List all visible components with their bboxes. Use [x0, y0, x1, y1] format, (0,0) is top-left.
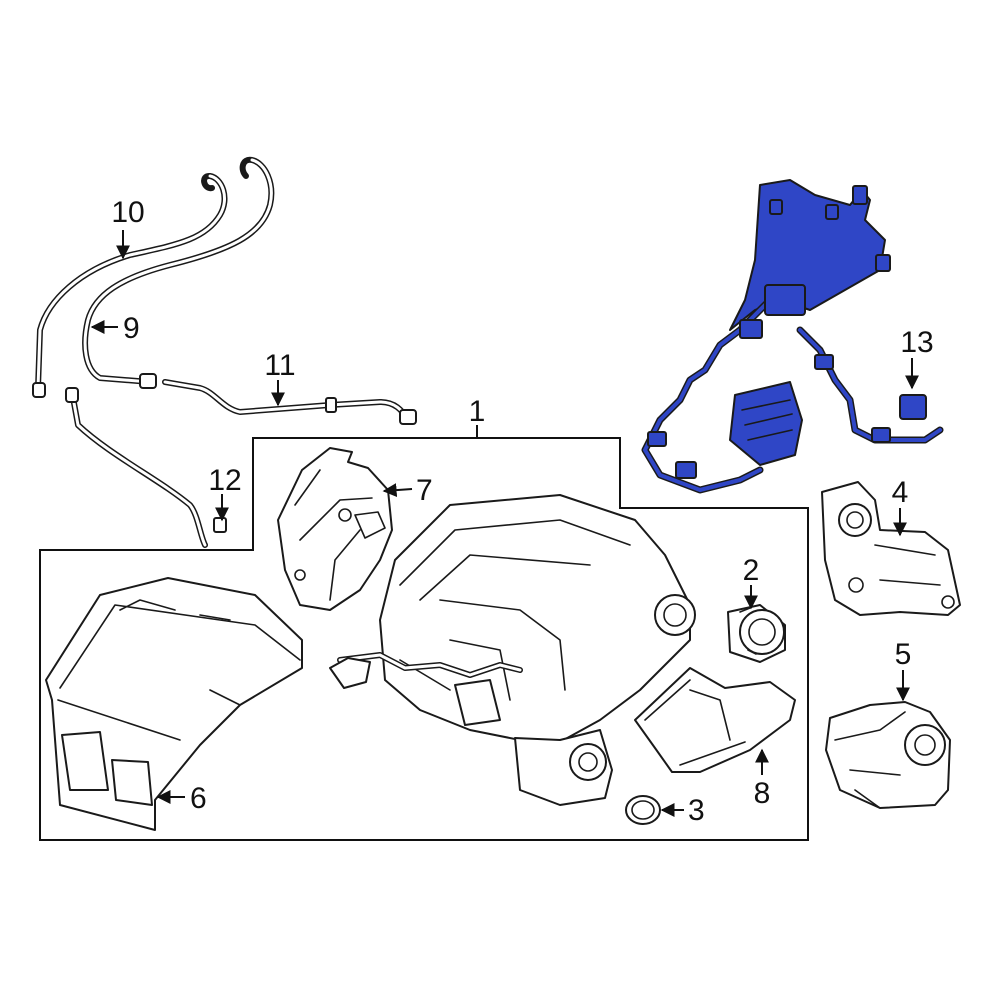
assembly-boundary: [39, 437, 809, 841]
hvac-assembly-1: [329, 494, 696, 806]
callout-12: 12: [208, 464, 241, 497]
leader-7: [382, 483, 413, 498]
bracket-4: [821, 481, 961, 616]
cover-6: [45, 577, 303, 831]
callout-2: 2: [743, 554, 760, 587]
hose-10: [32, 173, 228, 398]
actuator-5: [825, 701, 951, 809]
duct-8: [634, 667, 796, 773]
callout-3: 3: [688, 794, 705, 827]
callout-6: 6: [190, 782, 207, 815]
callout-13: 13: [900, 326, 933, 359]
callout-8: 8: [754, 777, 771, 810]
wiring-harness-13: [641, 179, 944, 494]
hose-12: [65, 387, 227, 548]
callout-7: 7: [416, 474, 433, 507]
callout-1: 1: [469, 395, 486, 428]
ring-2: [727, 604, 786, 663]
callout-4: 4: [892, 476, 909, 509]
callout-9: 9: [123, 312, 140, 345]
callout-5: 5: [895, 638, 912, 671]
hose-9: [82, 156, 275, 389]
hose-11: [162, 379, 417, 425]
callout-11: 11: [264, 349, 295, 382]
seal-3: [625, 795, 661, 825]
shield-7: [277, 447, 393, 611]
callout-10: 10: [111, 196, 144, 229]
